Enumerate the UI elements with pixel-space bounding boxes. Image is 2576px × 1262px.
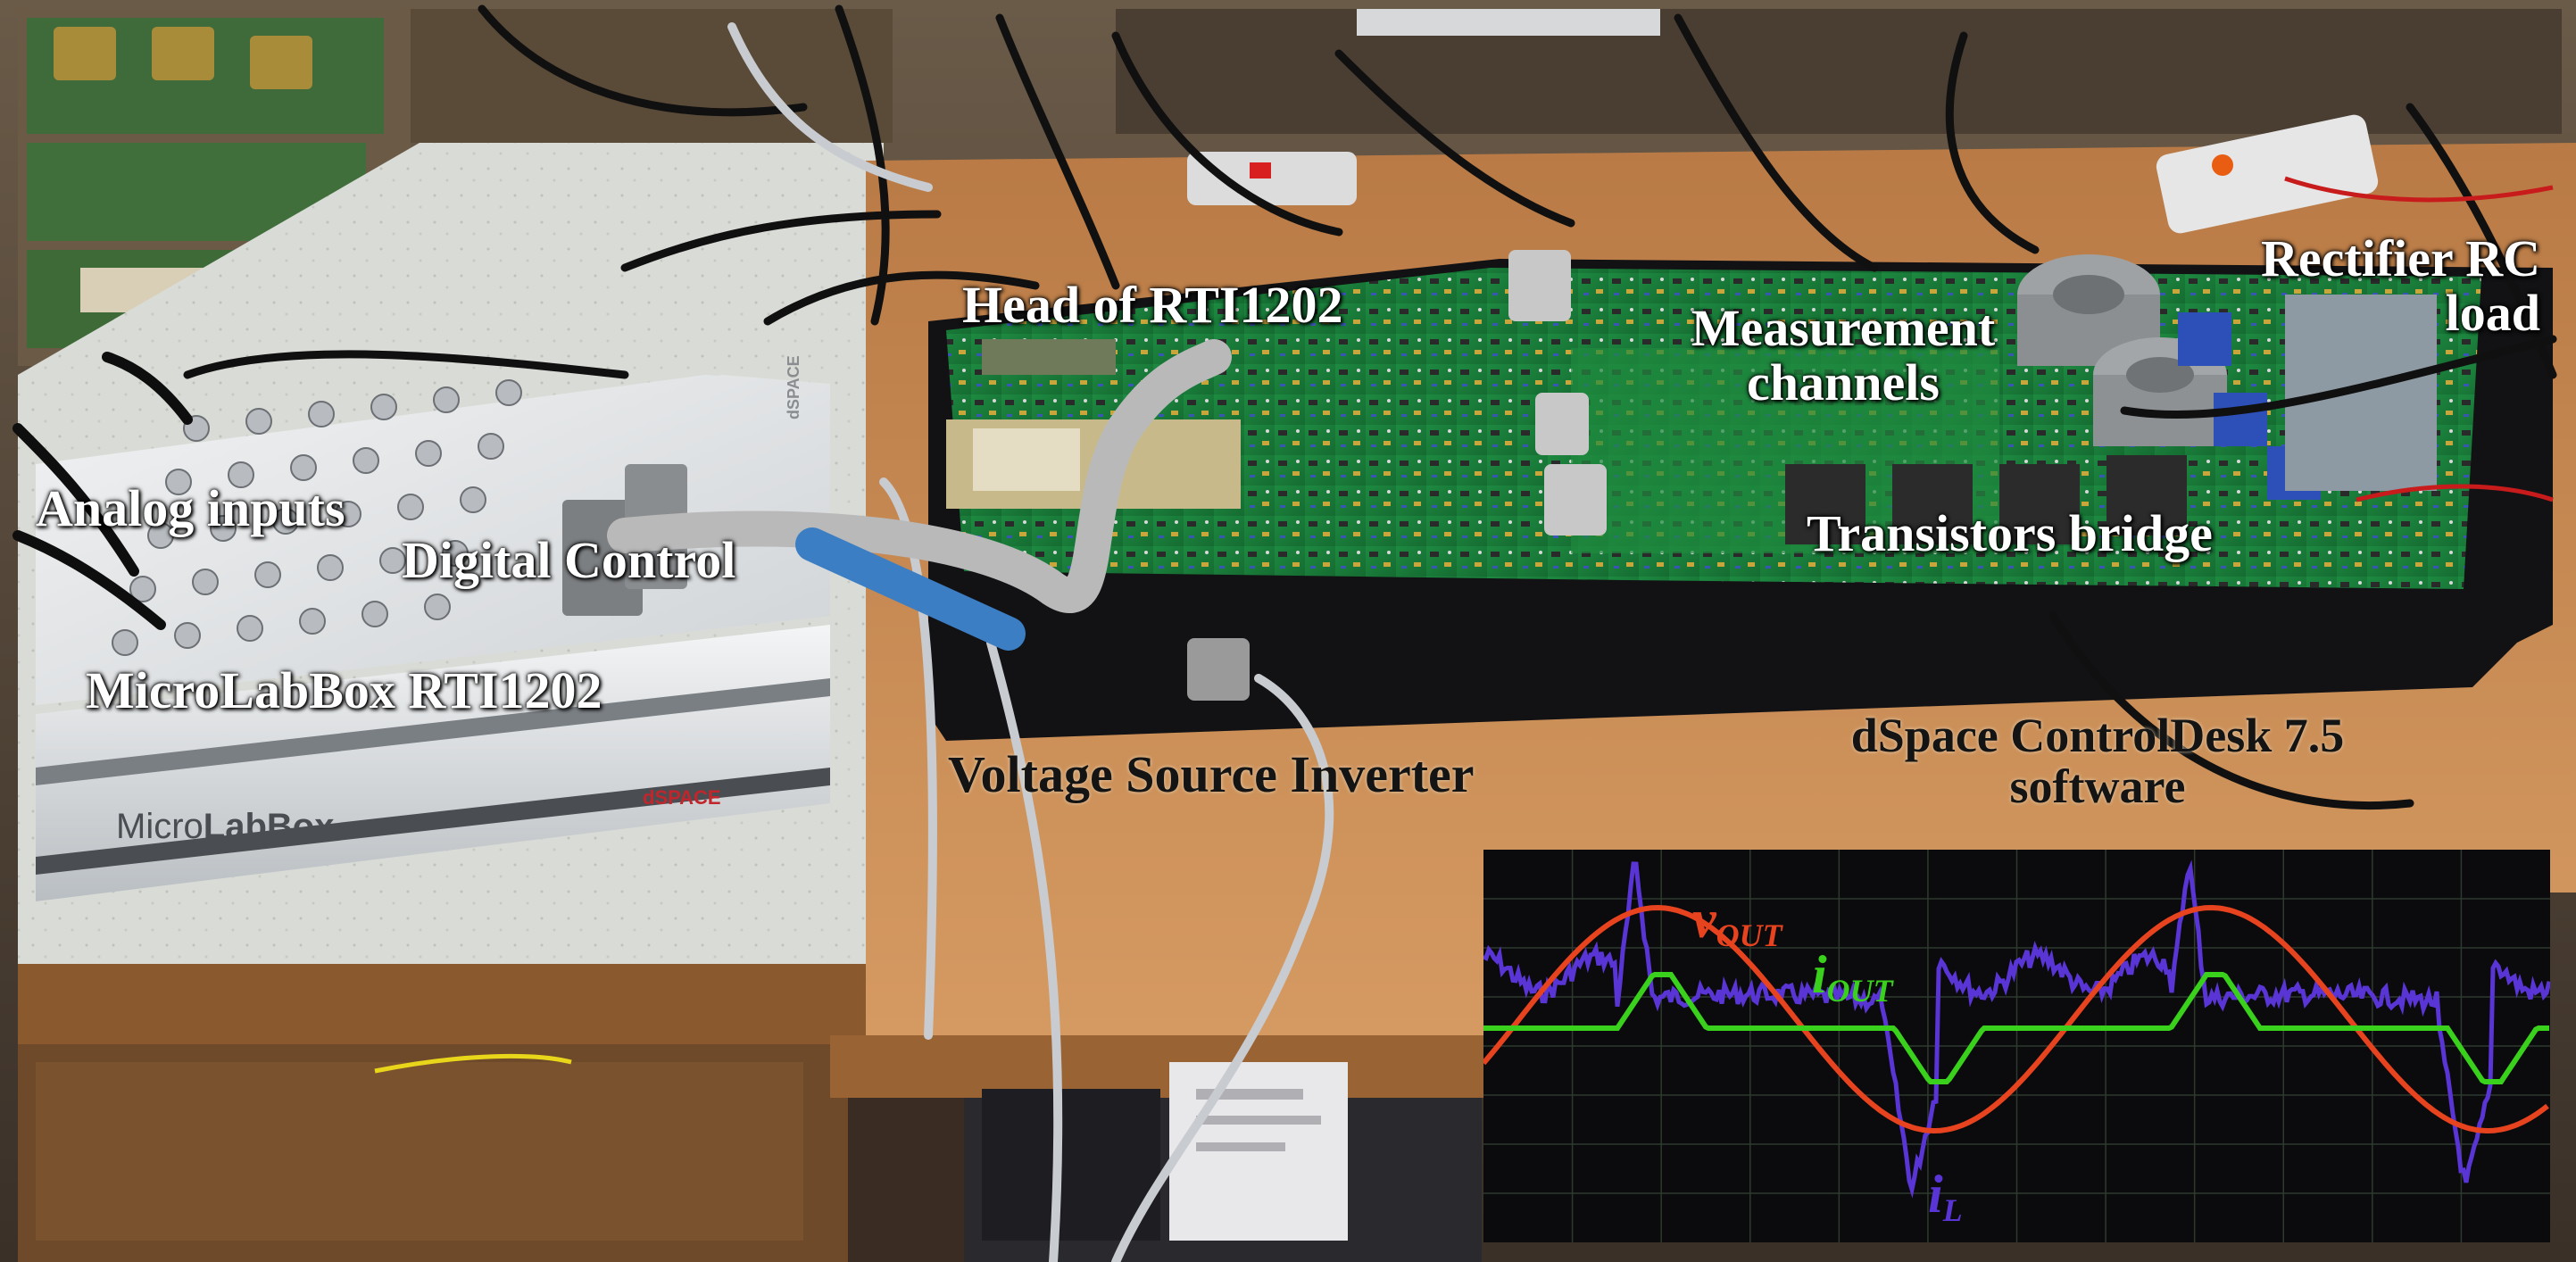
measurement-line2: channels xyxy=(1747,353,1940,411)
scope-label-i-out: iOUT xyxy=(1812,948,1893,1007)
scope-label-i-l: iL xyxy=(1928,1167,1963,1226)
controldesk-line2: software xyxy=(2009,759,2186,813)
i-l-subscript: L xyxy=(1942,1192,1963,1228)
rectifier-line1: Rectifier RC xyxy=(2261,229,2540,287)
trace-v-out xyxy=(1483,904,2549,1134)
v-out-symbol: v xyxy=(1692,890,1716,949)
rectifier-line2: load xyxy=(2445,283,2540,342)
label-analog-inputs: Analog inputs xyxy=(36,479,345,537)
label-microlabbox-rti1202: MicroLabBox RTI1202 xyxy=(86,661,602,719)
label-digital-control: Digital Control xyxy=(402,531,736,589)
oscilloscope-inset xyxy=(1483,850,2550,1242)
label-voltage-source-inverter: Voltage Source Inverter xyxy=(948,745,1475,803)
box-front-dspace-logo: dSPACE xyxy=(643,786,721,809)
v-out-subscript: OUT xyxy=(1716,917,1782,953)
trace-i-l xyxy=(1483,859,2550,1199)
label-head-of-rti1202: Head of RTI1202 xyxy=(962,276,1343,334)
i-out-symbol: i xyxy=(1812,945,1827,1004)
front-labbox: LabBox xyxy=(203,807,335,846)
controldesk-line1: dSpace ControlDesk 7.5 xyxy=(1850,709,2345,762)
scope-label-v-out: vOUT xyxy=(1692,893,1782,951)
label-transistors-bridge: Transistors bridge xyxy=(1807,504,2213,562)
measurement-line1: Measurement xyxy=(1691,299,1996,357)
i-out-subscript: OUT xyxy=(1826,973,1893,1009)
label-measurement-channels: Measurement channels xyxy=(1651,299,2035,411)
front-micro: Micro xyxy=(116,807,204,846)
i-l-symbol: i xyxy=(1928,1165,1943,1224)
box-top-dspace-logo: dSPACE xyxy=(785,355,802,419)
box-front-brand-micro: MicroLabBox xyxy=(116,808,334,845)
trace-i-out xyxy=(1483,972,2549,1084)
label-controldesk-software: dSpace ControlDesk 7.5 software xyxy=(1723,710,2472,811)
label-rectifier-rc-load: Rectifier RC load xyxy=(2107,229,2540,342)
